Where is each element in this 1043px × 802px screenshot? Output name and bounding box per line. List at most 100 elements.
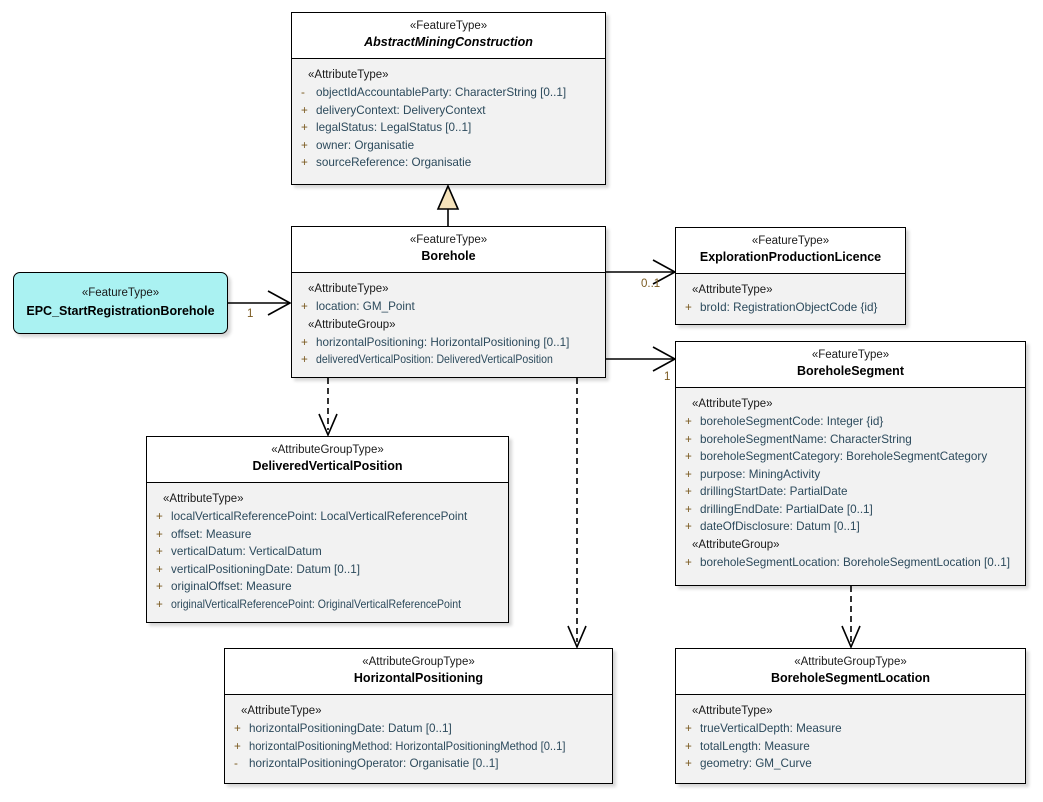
attribute-row: + drillingEndDate: PartialDate [0..1] xyxy=(680,501,1021,519)
class-borehole[interactable]: «FeatureType» Borehole «AttributeType» +… xyxy=(291,226,606,378)
attribute-row: +verticalPositioningDate: Datum [0..1] xyxy=(151,561,504,579)
attribute-row: +verticalDatum: VerticalDatum xyxy=(151,543,504,561)
class-horizontalpositioning[interactable]: «AttributeGroupType» HorizontalPositioni… xyxy=(224,648,613,784)
class-header: «FeatureType» Borehole xyxy=(292,227,605,273)
connector-dependency-borehole-to-horizontalpositioning xyxy=(567,378,587,650)
visibility-marker: + xyxy=(685,301,692,314)
visibility-marker: + xyxy=(685,520,692,533)
class-boreholesegment[interactable]: «FeatureType» BoreholeSegment «Attribute… xyxy=(675,341,1026,586)
attribute-text: originalVerticalReferencePoint: Original… xyxy=(171,597,462,611)
attribute-text: boreholeSegmentName: CharacterString xyxy=(700,432,912,446)
attribute-text: boreholeSegmentCategory: BoreholeSegment… xyxy=(700,450,988,463)
class-stereotype: «AttributeGroupType» xyxy=(794,656,907,668)
attribute-text: broId: RegistrationObjectCode {id} xyxy=(700,301,878,314)
multiplicity-label-epc-borehole: 1 xyxy=(247,308,254,320)
visibility-marker: + xyxy=(301,353,308,366)
class-body: «AttributeType» +localVerticalReferenceP… xyxy=(147,483,508,620)
section-group-label: «AttributeType» xyxy=(692,398,773,410)
class-stereotype: «AttributeGroupType» xyxy=(271,444,384,456)
class-header: «AttributeGroupType» DeliveredVerticalPo… xyxy=(147,437,508,483)
visibility-marker: - xyxy=(301,86,305,99)
class-header: «AttributeGroupType» HorizontalPositioni… xyxy=(225,649,612,695)
visibility-marker: + xyxy=(685,485,692,498)
section-group-label: «AttributeType» xyxy=(308,69,389,81)
attribute-row: +drillingStartDate: PartialDate xyxy=(680,483,1021,501)
attribute-row: -objectIdAccountableParty: CharacterStri… xyxy=(296,84,601,102)
class-body: «AttributeType» + trueVerticalDepth: Meas… xyxy=(676,695,1025,780)
class-body: «AttributeType» +broId: RegistrationObje… xyxy=(676,274,905,324)
connector-dependency-borehole-to-deliveredverticalposition xyxy=(318,378,338,438)
class-name: ExplorationProductionLicence xyxy=(699,250,882,264)
attribute-text: deliveryContext: DeliveryContext xyxy=(316,103,486,117)
attribute-row: +horizontalPositioningMethod: Horizontal… xyxy=(229,738,608,756)
visibility-marker: + xyxy=(301,138,308,152)
class-body: «AttributeType» -objectIdAccountablePart… xyxy=(292,59,605,179)
class-deliveredverticalposition[interactable]: «AttributeGroupType» DeliveredVerticalPo… xyxy=(146,436,509,623)
class-stereotype: «AttributeGroupType» xyxy=(362,656,475,668)
class-stereotype: «FeatureType» xyxy=(751,235,830,247)
visibility-marker: + xyxy=(685,757,692,770)
visibility-marker: + xyxy=(685,502,692,516)
attribute-text: deliveredVerticalPosition: DeliveredVert… xyxy=(316,353,553,366)
attribute-row: + deliveredVerticalPosition: DeliveredVer… xyxy=(296,351,601,369)
attribute-text: originalOffset: Measure xyxy=(171,580,292,593)
section-group-label: «AttributeType» xyxy=(241,705,322,717)
visibility-marker: + xyxy=(234,722,241,735)
multiplicity-label-borehole-explorationproductionlicence: 0..1 xyxy=(641,278,661,290)
attribute-text: horizontalPositioning: HorizontalPositio… xyxy=(316,335,570,349)
visibility-marker: - xyxy=(234,757,238,770)
attribute-text: horizontalPositioningDate: Datum [0..1] xyxy=(249,722,452,735)
attribute-row: +boreholeSegmentName: CharacterString xyxy=(680,431,1021,449)
attribute-text: localVerticalReferencePoint: LocalVertic… xyxy=(171,510,468,523)
class-explorationproductionlicence[interactable]: «FeatureType» ExplorationProductionLicen… xyxy=(675,227,906,325)
attribute-row: + sourceReference: Organisatie xyxy=(296,154,601,172)
section-group-label: «AttributeGroup» xyxy=(692,538,780,551)
class-name: DeliveredVerticalPosition xyxy=(252,459,403,473)
attribute-text: sourceReference: Organisatie xyxy=(316,156,472,169)
visibility-marker: + xyxy=(685,722,692,735)
class-stereotype: «FeatureType» xyxy=(409,20,488,32)
visibility-marker: + xyxy=(301,121,308,134)
attribute-row: + broId: RegistrationObjectCode {id} xyxy=(680,299,901,317)
attribute-text: legalStatus: LegalStatus [0..1] xyxy=(316,121,472,134)
attribute-row: +deliveryContext: DeliveryContext xyxy=(296,102,601,120)
class-name: HorizontalPositioning xyxy=(353,671,484,685)
class-header: «FeatureType» EPC_StartRegistrationBoreh… xyxy=(14,273,227,333)
class-abstractminingconstruction[interactable]: «FeatureType» AbstractMiningConstruction… xyxy=(291,12,606,185)
class-name: BoreholeSegment xyxy=(797,364,904,378)
attribute-row: +owner: Organisatie xyxy=(296,137,601,155)
section-group-label: «AttributeType» xyxy=(692,705,773,717)
visibility-marker: + xyxy=(301,156,308,169)
class-boreholesegmentlocation[interactable]: «AttributeGroupType» BoreholeSegmentLoca… xyxy=(675,648,1026,784)
connector-generalization-borehole-to-abstractminingconstruction xyxy=(436,183,460,226)
class-header: «FeatureType» AbstractMiningConstruction xyxy=(292,13,605,59)
visibility-marker: + xyxy=(685,415,692,428)
attribute-text: trueVerticalDepth: Measure xyxy=(700,722,842,735)
class-header: «FeatureType» ExplorationProductionLicen… xyxy=(676,228,905,274)
class-name: AbstractMiningConstruction xyxy=(364,35,533,49)
attribute-text: location: GM_Point xyxy=(316,300,415,313)
multiplicity-label-borehole-boreholesegment: 1 xyxy=(664,371,671,383)
visibility-marker: + xyxy=(156,527,163,541)
class-name: BoreholeSegmentLocation xyxy=(770,671,931,685)
class-body: «AttributeType» +boreholeSegmentCode: In… xyxy=(676,388,1025,578)
attribute-text: boreholeSegmentLocation: BoreholeSegment… xyxy=(700,555,1010,569)
class-header: «AttributeGroupType» BoreholeSegmentLoca… xyxy=(676,649,1025,695)
attribute-row: +location: GM_Point xyxy=(296,298,601,316)
attribute-text: drillingEndDate: PartialDate [0..1] xyxy=(700,502,873,516)
attribute-row: +originalVerticalReferencePoint: Origina… xyxy=(151,596,504,614)
class-epc-startregistrationborehole[interactable]: «FeatureType» EPC_StartRegistrationBoreh… xyxy=(13,272,228,334)
class-name: Borehole xyxy=(421,249,476,263)
attribute-row: + trueVerticalDepth: Measure xyxy=(680,720,1021,738)
attribute-text: totalLength: Measure xyxy=(700,739,810,753)
attribute-text: purpose: MiningActivity xyxy=(700,467,821,481)
attribute-row: +geometry: GM_Curve xyxy=(680,755,1021,773)
attribute-text: offset: Measure xyxy=(171,527,252,541)
attribute-row: +horizontalPositioning: HorizontalPositi… xyxy=(296,334,601,352)
connector-association-borehole-to-boreholesegment xyxy=(606,346,677,372)
visibility-marker: + xyxy=(156,545,163,558)
connector-dependency-boreholesegment-to-boreholesegmentlocation xyxy=(841,586,861,650)
attribute-row: -horizontalPositioningOperator: Organisa… xyxy=(229,755,608,773)
visibility-marker: + xyxy=(234,739,241,753)
